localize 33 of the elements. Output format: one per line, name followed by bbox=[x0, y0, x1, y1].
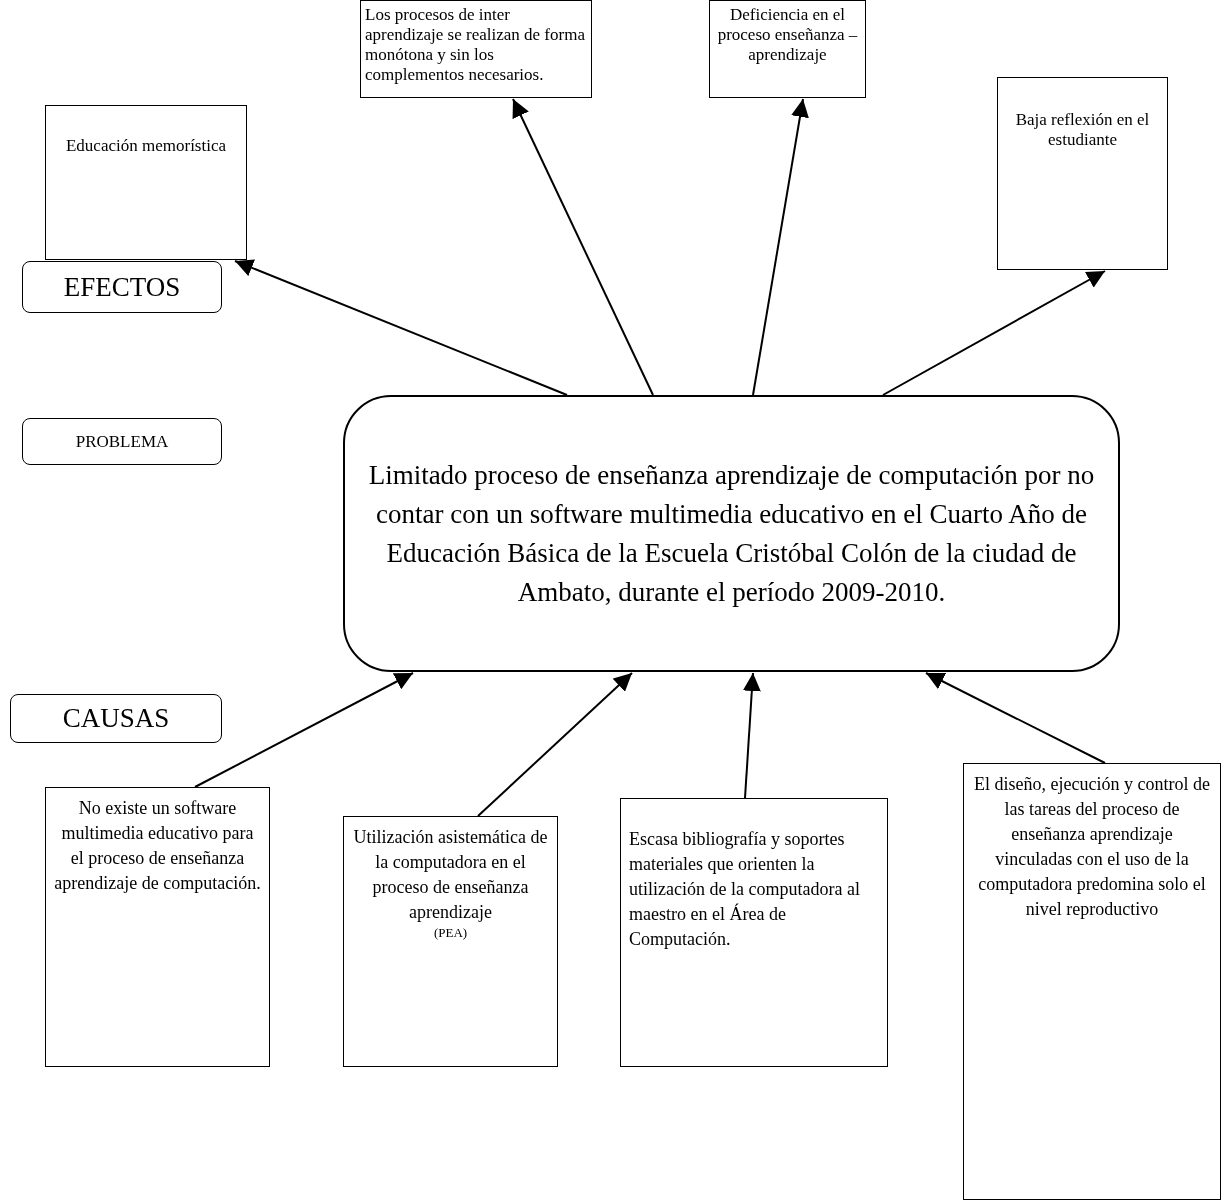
node-text: Escasa bibliografía y soportes materiales que orienten la utilización de la computadora al maestro en el Área de Computación. bbox=[629, 828, 861, 951]
node-text: Educación memorística bbox=[65, 136, 227, 156]
cause-box bbox=[343, 816, 558, 1067]
arrow bbox=[752, 98, 809, 396]
arrow bbox=[882, 270, 1106, 396]
effect-box bbox=[709, 0, 866, 98]
section-label-box bbox=[10, 694, 222, 743]
cause-box bbox=[45, 787, 270, 1067]
node-text: Los procesos de inter aprendizaje se realizan de forma monótona y sin los complementos necesarios. bbox=[365, 5, 586, 85]
node-text: PROBLEMA bbox=[75, 430, 169, 453]
node-text: Limitado proceso de enseñanza aprendizaje de computación por no contar con un software multimedia educativo en el Cuarto Año de Educación Básica de la Escuela Cristóbal Colón de la ciudad de Ambato, durante el período 2009-2010. bbox=[367, 458, 1096, 609]
cause-box bbox=[620, 798, 888, 1067]
effect-box bbox=[360, 0, 592, 98]
node-text: No existe un software multimedia educativo para el proceso de enseñanza aprendizaje de computación. bbox=[54, 797, 261, 895]
arrow bbox=[742, 672, 761, 799]
node-text: El diseño, ejecución y control de las tareas del proceso de enseñanza aprendizaje vinculadas con el uso de la computadora predomina solo el nivel reproductivo bbox=[973, 773, 1211, 921]
arrow bbox=[234, 259, 568, 396]
section-label-box bbox=[22, 261, 222, 313]
node-text: Utilización asistemática de la computadora en el proceso de enseñanza aprendizaje bbox=[352, 826, 549, 924]
arrow bbox=[477, 672, 633, 817]
node-text: (PEA) bbox=[432, 925, 469, 941]
node-text: CAUSAS bbox=[62, 702, 170, 736]
arrow bbox=[194, 672, 414, 788]
arrow bbox=[512, 98, 654, 396]
section-label-box bbox=[22, 418, 222, 465]
node-text: Baja reflexión en el estudiante bbox=[1014, 110, 1151, 150]
node-text: EFECTOS bbox=[63, 270, 181, 304]
effect-box bbox=[997, 77, 1168, 270]
node-text: Deficiencia en el proceso enseñanza – aprendizaje bbox=[716, 5, 859, 65]
effect-box bbox=[45, 105, 247, 260]
cause-box bbox=[963, 763, 1221, 1200]
arrow bbox=[925, 672, 1106, 764]
problem-box bbox=[343, 395, 1120, 672]
